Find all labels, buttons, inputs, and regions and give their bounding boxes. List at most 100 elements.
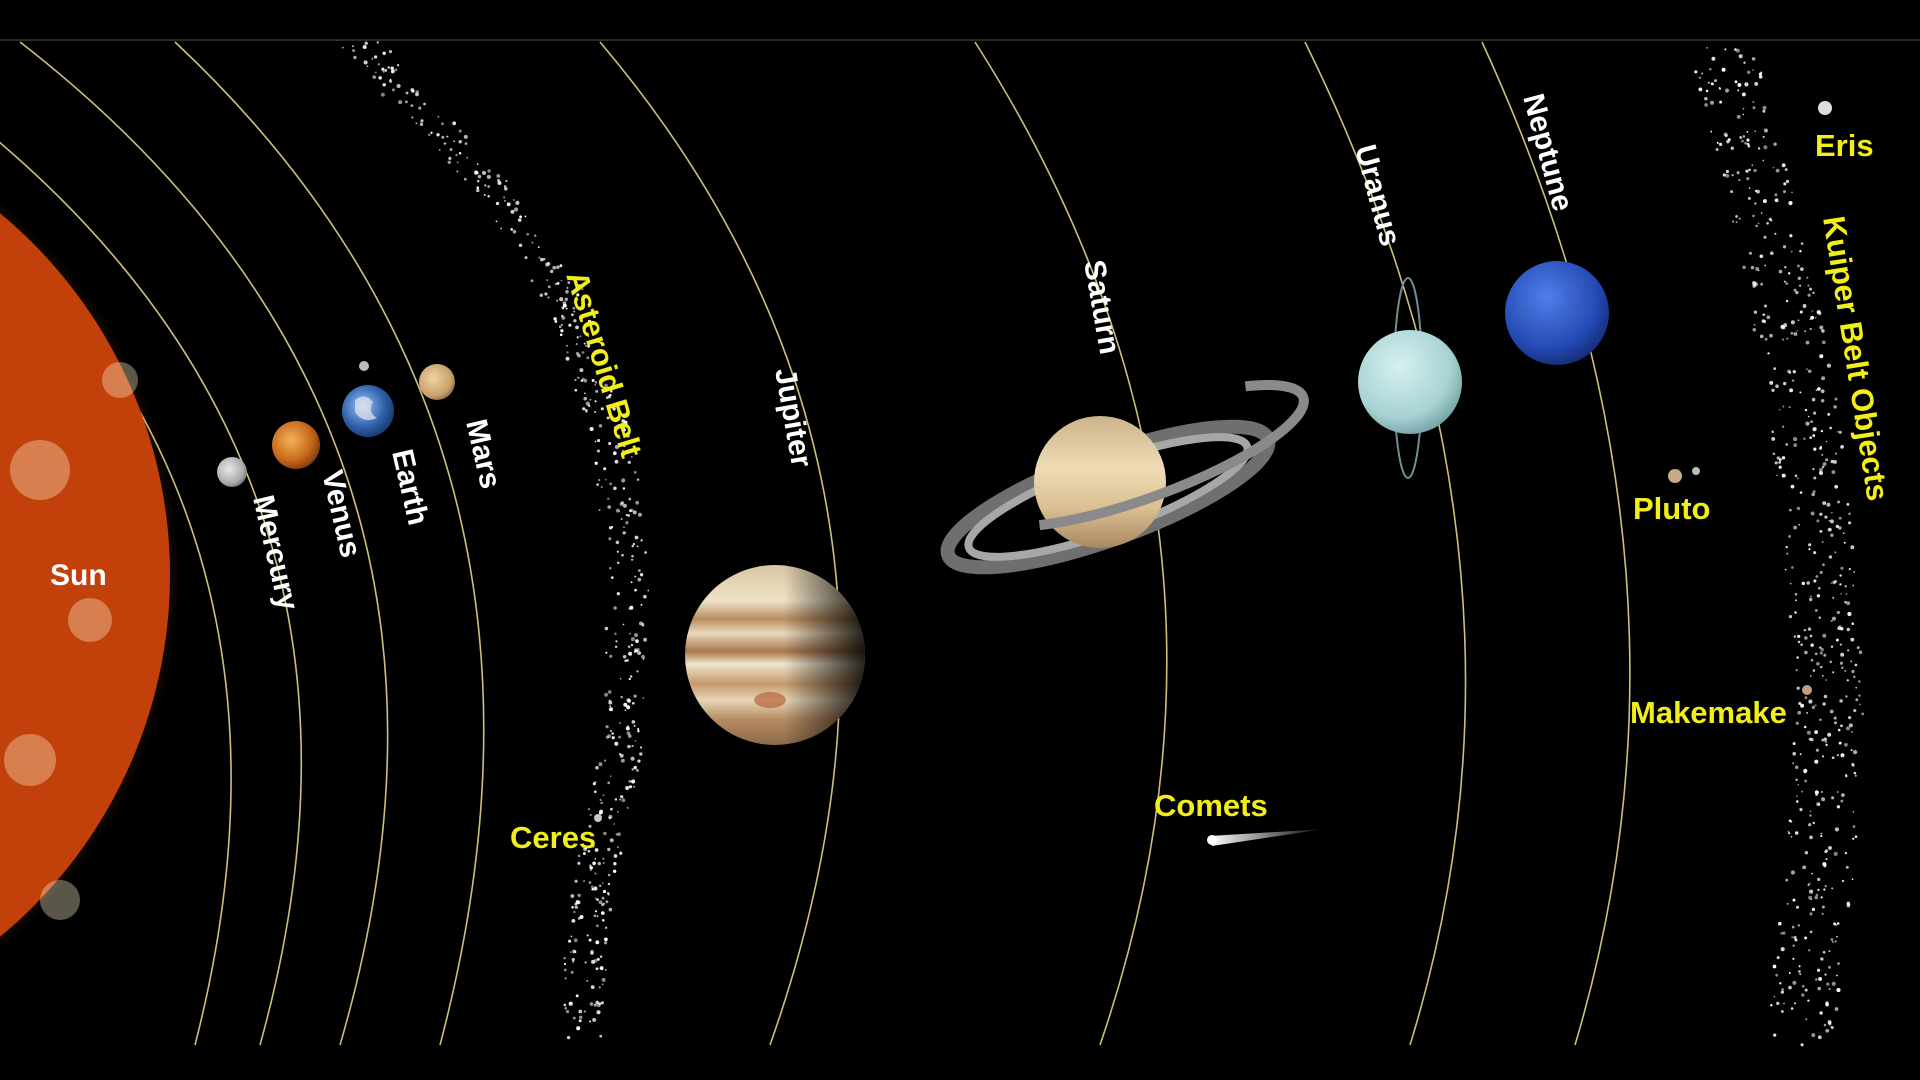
- asteroid-dot: [503, 186, 508, 191]
- asteroid-dot: [604, 937, 608, 942]
- asteroid-dot: [613, 606, 617, 610]
- asteroid-dot: [590, 985, 595, 989]
- kuiper-dot: [1725, 169, 1730, 174]
- kuiper-dot: [1800, 491, 1803, 494]
- asteroid-dot: [613, 854, 618, 858]
- kuiper-dot: [1786, 552, 1789, 555]
- asteroid-dot: [598, 811, 603, 815]
- kuiper-dot: [1719, 87, 1722, 90]
- kuiper-dot: [1748, 168, 1751, 172]
- kuiper-dot: [1809, 436, 1812, 439]
- kuiper-dot: [1736, 115, 1741, 119]
- asteroid-dot: [582, 377, 585, 381]
- asteroid-dot: [605, 396, 609, 400]
- kuiper-dot: [1775, 168, 1780, 173]
- asteroid-dot: [452, 121, 457, 126]
- asteroid-dot: [602, 857, 605, 860]
- kuiper-dot: [1797, 710, 1802, 715]
- kuiper-dot: [1813, 411, 1817, 415]
- asteroid-dot: [576, 900, 581, 905]
- kuiper-dot: [1778, 269, 1783, 274]
- asteroid-dot: [366, 65, 369, 68]
- kuiper-dot: [1766, 222, 1769, 225]
- kuiper-dot: [1744, 141, 1747, 145]
- kuiper-dot: [1836, 988, 1841, 993]
- asteroid-dot: [390, 69, 395, 74]
- asteroid-dot: [586, 934, 589, 937]
- kuiper-dot: [1779, 982, 1782, 985]
- kuiper-dot: [1759, 334, 1764, 339]
- kuiper-dot: [1764, 264, 1767, 267]
- kuiper-dot: [1799, 753, 1802, 756]
- asteroid-dot: [572, 306, 576, 310]
- kuiper-dot: [1794, 938, 1798, 942]
- asteroid-dot: [595, 967, 599, 971]
- kuiper-dot: [1794, 592, 1798, 596]
- kuiper-dot: [1812, 669, 1816, 672]
- kuiper-dot: [1839, 574, 1842, 577]
- kuiper-dot: [1794, 611, 1797, 614]
- kuiper-dot: [1789, 388, 1794, 393]
- kuiper-dot: [1804, 936, 1808, 940]
- kuiper-dot: [1816, 968, 1821, 972]
- kuiper-dot: [1816, 802, 1821, 807]
- kuiper-dot: [1792, 762, 1795, 765]
- kuiper-dot: [1795, 599, 1797, 602]
- kuiper-dot: [1827, 528, 1831, 532]
- kuiper-dot: [1809, 597, 1813, 602]
- asteroid-dot: [476, 163, 479, 165]
- kuiper-dot: [1709, 100, 1715, 105]
- asteroid-dot: [637, 512, 642, 517]
- asteroid-dot: [591, 379, 595, 382]
- kuiper-dot: [1753, 168, 1757, 173]
- asteroid-dot: [554, 320, 558, 323]
- asteroid-dot: [628, 651, 633, 656]
- asteroid-dot: [635, 639, 639, 643]
- asteroid-dot: [411, 116, 414, 119]
- kuiper-dot: [1837, 500, 1841, 504]
- kuiper-dot: [1800, 267, 1804, 271]
- kuiper-dot: [1753, 323, 1756, 326]
- asteroid-dot: [612, 381, 616, 385]
- asteroid-dot: [563, 1003, 567, 1007]
- kuiper-dot: [1830, 582, 1833, 584]
- kuiper-dot: [1744, 82, 1749, 87]
- asteroid-dot: [609, 729, 613, 733]
- asteroid-dot: [571, 905, 574, 909]
- asteroid-dot: [559, 264, 563, 268]
- kuiper-dot: [1816, 310, 1821, 315]
- kuiper-dot: [1774, 461, 1778, 465]
- kuiper-dot: [1797, 924, 1801, 927]
- asteroid-dot: [595, 1000, 599, 1005]
- asteroid-dot: [634, 588, 637, 592]
- asteroid-dot: [620, 758, 625, 763]
- kuiper-dot: [1848, 512, 1851, 516]
- asteroid-dot: [476, 188, 480, 193]
- kuiper-dot: [1781, 163, 1786, 168]
- kuiper-dot: [1810, 643, 1814, 647]
- asteroid-dot: [589, 398, 592, 401]
- asteroid-dot: [597, 449, 600, 453]
- kuiper-dot: [1819, 325, 1824, 330]
- asteroid-dot: [602, 919, 605, 922]
- kuiper-dot: [1776, 956, 1780, 960]
- asteroid-dot: [600, 407, 604, 411]
- kuiper-dot: [1847, 611, 1852, 617]
- kuiper-dot: [1789, 508, 1792, 512]
- asteroid-dot: [512, 229, 517, 234]
- asteroid-dot: [616, 561, 620, 565]
- asteroid-dot: [561, 316, 566, 320]
- kuiper-dot: [1781, 456, 1786, 460]
- asteroid-dot: [543, 257, 546, 261]
- asteroid-dot: [466, 156, 469, 159]
- asteroid-dot: [566, 286, 569, 289]
- kuiper-dot: [1830, 1025, 1834, 1029]
- asteroid-dot: [570, 970, 574, 974]
- asteroid-dot: [388, 49, 393, 54]
- kuiper-dot: [1820, 429, 1824, 433]
- kuiper-dot: [1698, 76, 1702, 80]
- kuiper-dot: [1828, 1022, 1832, 1026]
- kuiper-dot: [1837, 526, 1842, 530]
- kuiper-dot: [1825, 440, 1828, 443]
- asteroid-dot: [455, 153, 458, 157]
